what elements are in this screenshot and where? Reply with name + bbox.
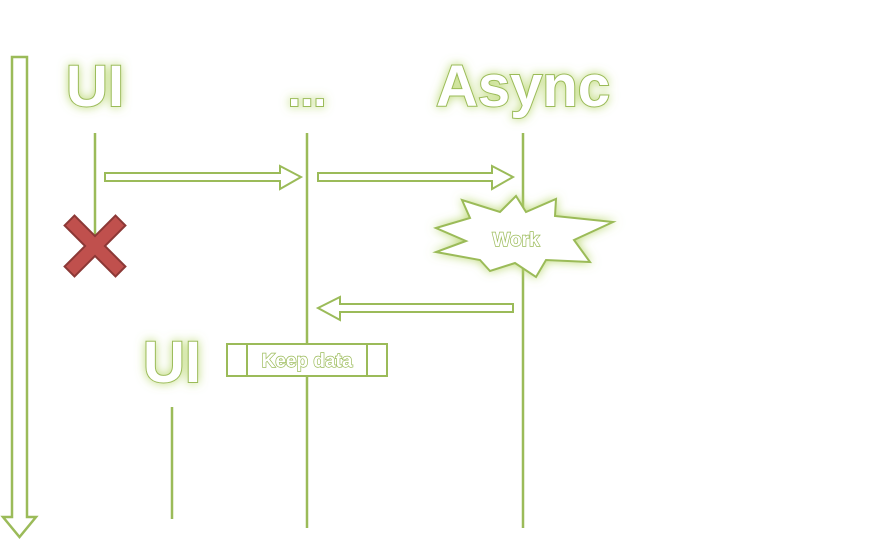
work-label: Work — [492, 230, 540, 251]
arrow-ui-to-middle — [104, 164, 304, 191]
work-burst: Work — [432, 194, 617, 279]
lane-title-ui: UI — [66, 54, 124, 119]
keep-data-label: Keep data — [262, 351, 353, 372]
arrow-middle-to-async — [317, 164, 516, 191]
arrow-async-to-middle — [315, 295, 514, 322]
lane-title-middle: ... — [288, 64, 326, 116]
keep-data-box — [226, 343, 388, 377]
keep-data-process: Keep data — [226, 343, 388, 377]
explosion-icon — [432, 194, 617, 279]
new-ui-title: UI — [143, 330, 201, 395]
time-arrow — [0, 55, 39, 539]
x-mark-icon — [63, 214, 127, 278]
down-arrow-icon — [0, 55, 39, 539]
lane-title-async: Async — [436, 54, 610, 119]
